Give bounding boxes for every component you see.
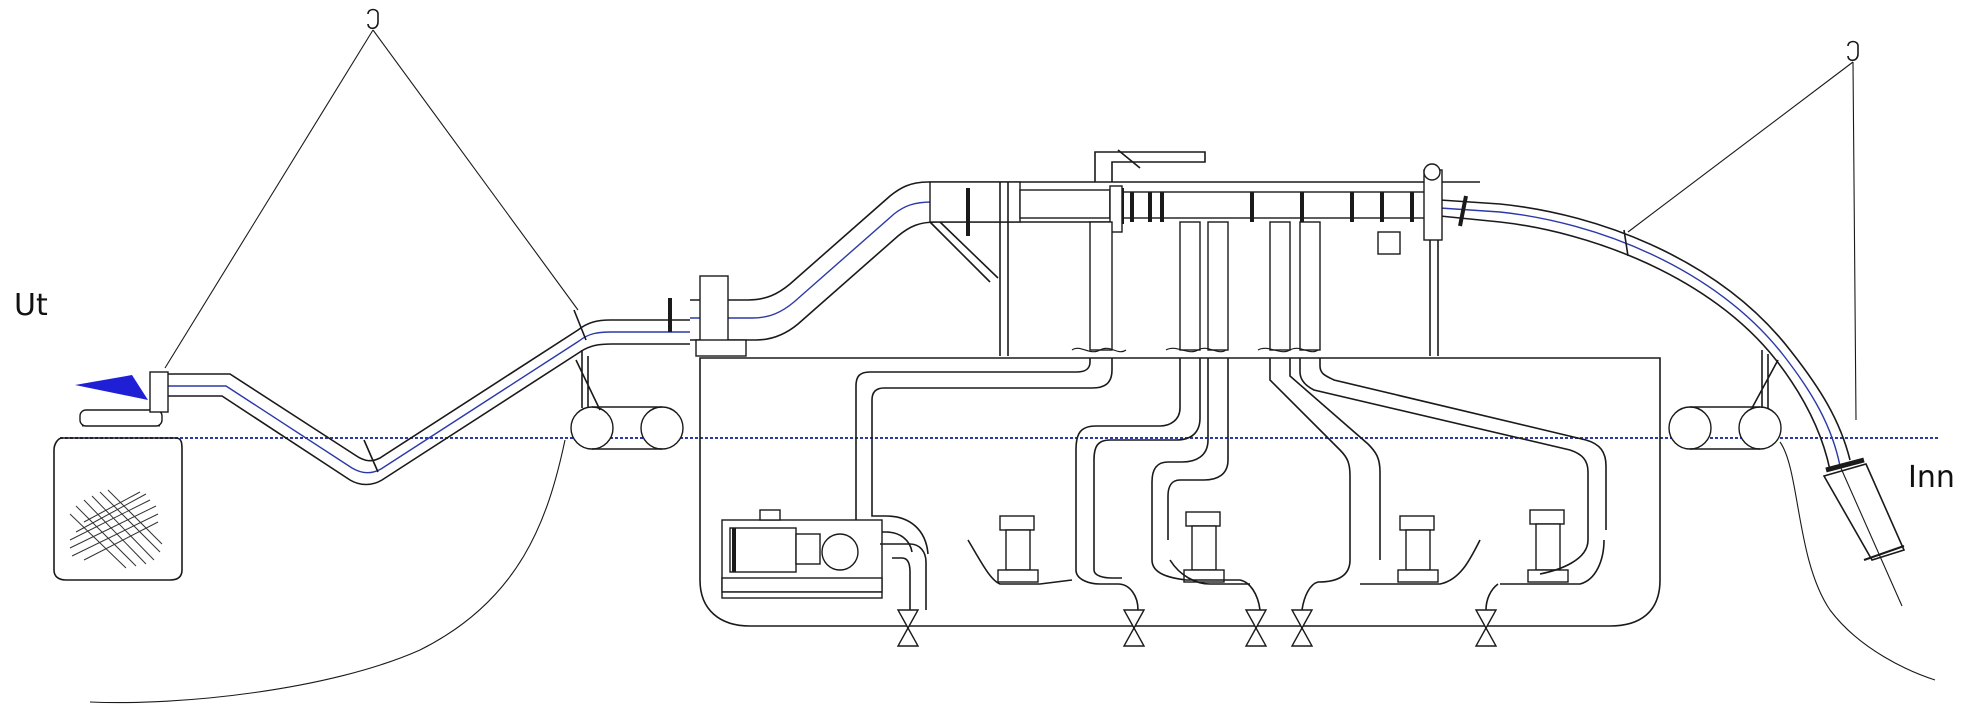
vertical-pump-3	[1360, 515, 1481, 585]
inlet-valve	[1423, 163, 1443, 241]
label-inlet: Inn	[1908, 460, 1955, 495]
vertical-pump-1	[967, 515, 1073, 585]
barge-hull	[699, 357, 1661, 627]
outlet-valve	[668, 275, 747, 357]
valve-stubs	[880, 530, 1589, 611]
outlet-nozzle	[75, 371, 169, 427]
label-outlet: Ut	[14, 288, 48, 323]
outlet-pipe	[160, 309, 690, 486]
internal-piping	[855, 358, 1607, 560]
net-bag	[53, 437, 183, 581]
header-pipeline	[690, 149, 1480, 356]
left-anchor-rope	[89, 439, 566, 704]
main-pump-unit	[721, 509, 883, 599]
right-float	[1668, 350, 1782, 450]
vertical-pump-2	[1169, 511, 1250, 585]
vertical-pumps	[967, 509, 1605, 585]
bottom-valves	[896, 609, 1498, 647]
left-hook	[164, 8, 579, 369]
left-float	[570, 350, 684, 450]
header-branches	[1071, 221, 1321, 353]
discharge-arrow-icon	[75, 375, 148, 400]
vertical-pump-4	[1500, 509, 1605, 585]
right-anchor-rope	[1779, 441, 1936, 681]
inlet-pipe	[1439, 195, 1906, 607]
right-hook	[1627, 40, 1859, 421]
